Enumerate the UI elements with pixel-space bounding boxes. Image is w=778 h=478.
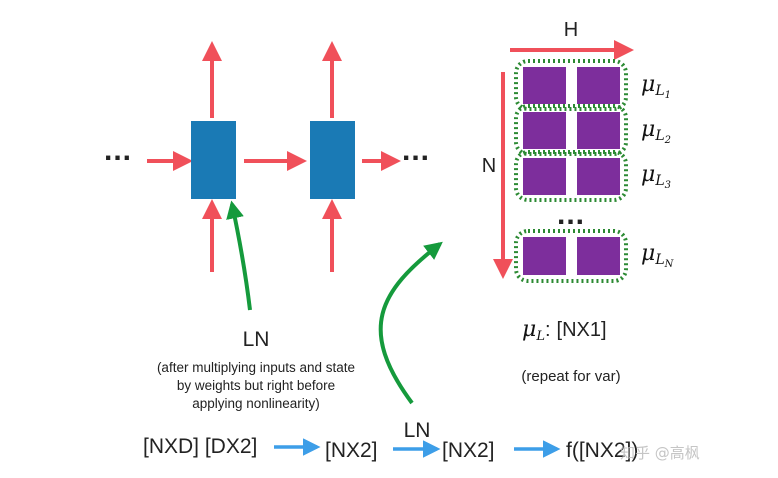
matrix-cell <box>523 67 566 104</box>
ln-note-line-3: applying nonlinearity) <box>192 396 320 411</box>
pipeline-step-4: f([NX2]) <box>566 439 638 462</box>
mu-label-row-n: μLN <box>641 241 675 270</box>
ln-annotation: LN (after multiplying inputs and state b… <box>157 200 355 411</box>
pipeline-step-1: [NXD] [DX2] <box>143 435 257 458</box>
rnn-cell-2 <box>310 121 355 199</box>
n-label: N <box>482 155 496 177</box>
matrix-ellipsis: ... <box>557 198 585 231</box>
ln-label: LN <box>243 328 270 351</box>
row-2-group-outline <box>514 104 628 156</box>
matrix-row-1 <box>514 59 628 111</box>
mu-label-row-2: μL2 <box>641 117 671 146</box>
matrix-cell <box>577 67 620 104</box>
rnn-section: ... ... <box>104 41 430 272</box>
ln-pointer-arrow <box>226 200 252 311</box>
matrix-cell <box>577 112 620 149</box>
rnn-ellipsis-left: ... <box>104 134 132 167</box>
mu-label-row-3: μL3 <box>641 162 671 191</box>
ln-to-matrix-arrow <box>378 241 443 405</box>
row-3-group-outline <box>514 150 628 202</box>
repeat-note: (repeat for var) <box>521 368 620 385</box>
mu-label-row-1: μL1 <box>641 72 671 101</box>
matrix-row-3 <box>514 150 628 202</box>
ln-note-line-2: by weights but right before <box>177 378 335 393</box>
matrix-cell <box>523 237 566 275</box>
pipeline-ln-label: LN <box>404 419 431 442</box>
matrix-row-n <box>514 229 628 283</box>
h-label: H <box>564 19 578 41</box>
mu-summary: μL:[NX1] <box>522 317 607 344</box>
matrix-row-2 <box>514 104 628 156</box>
matrix-section: H N ... μL1 <box>482 19 675 385</box>
rnn-cell-1 <box>191 121 236 199</box>
row-1-group-outline <box>514 59 628 111</box>
ln-note-line-1: (after multiplying inputs and state <box>157 360 355 375</box>
rnn-ellipsis-right: ... <box>402 134 430 167</box>
matrix-cell <box>523 158 566 195</box>
pipeline-step-2: [NX2] <box>325 439 378 462</box>
matrix-cell <box>523 112 566 149</box>
matrix-cell <box>577 158 620 195</box>
pipeline-step-3: [NX2] <box>442 439 495 462</box>
matrix-cell <box>577 237 620 275</box>
watermark: 知乎 @高枫 <box>620 444 700 462</box>
pipeline: [NXD] [DX2] [NX2] LN [NX2] f([NX2]) <box>143 419 638 462</box>
